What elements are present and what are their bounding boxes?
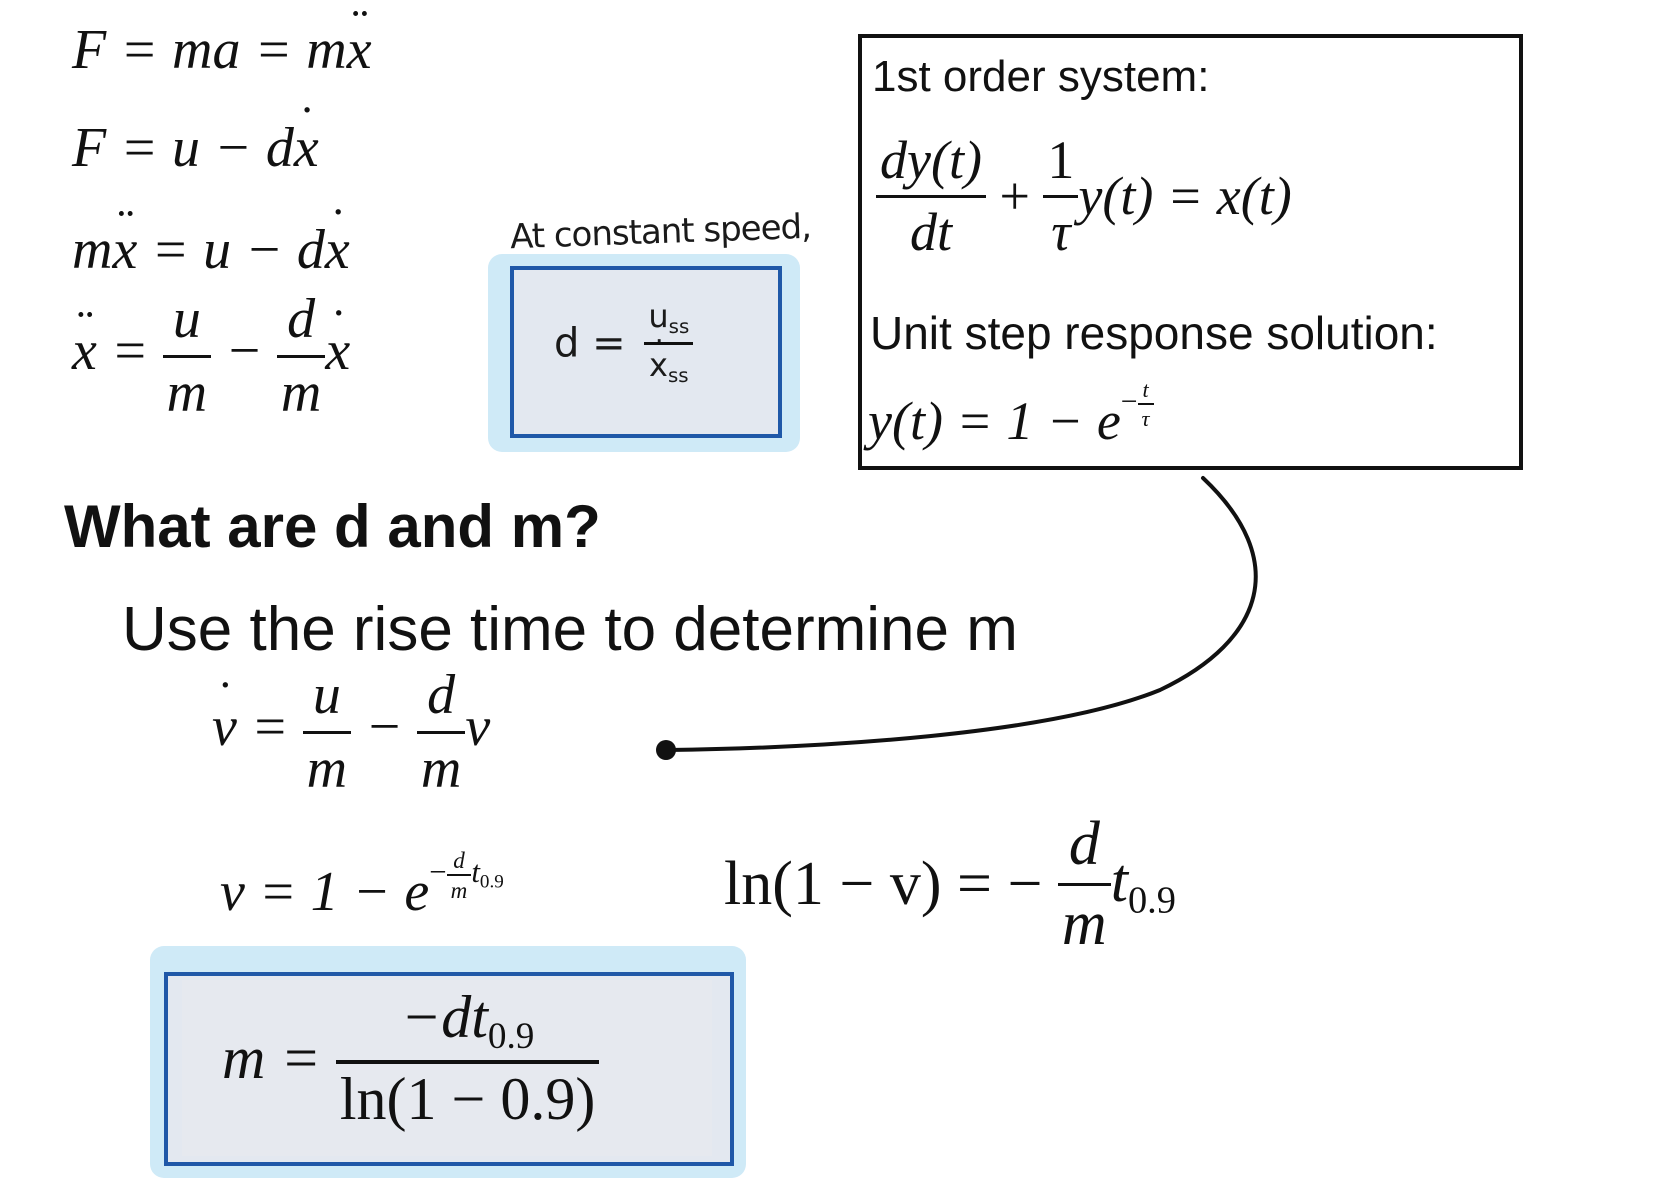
equation-acceleration: x = um − dm x [72,290,350,423]
first-order-title: 1st order system: [872,52,1210,101]
mass-formula: m = −dt0.9 ln(1 − 0.9) [222,986,600,1131]
equation-motion: mx = u − dx [72,222,350,278]
question-heading: What are d and m? [64,493,601,560]
damping-formula: d = uss xss [554,299,694,387]
damping-highlight-box: d = uss xss [488,254,800,452]
equation-newton: F = ma = mx [72,22,372,78]
handwritten-note: At constant speed, [509,206,812,258]
step-response-heading: Unit step response solution: [870,307,1438,359]
mass-result-highlight-box: m = −dt0.9 ln(1 − 0.9) [150,946,746,1178]
velocity-ode: v = um − dm v [212,666,490,799]
equation-force: F = u − dx [72,120,319,176]
rise-time-subtitle: Use the rise time to determine m [122,595,1018,664]
